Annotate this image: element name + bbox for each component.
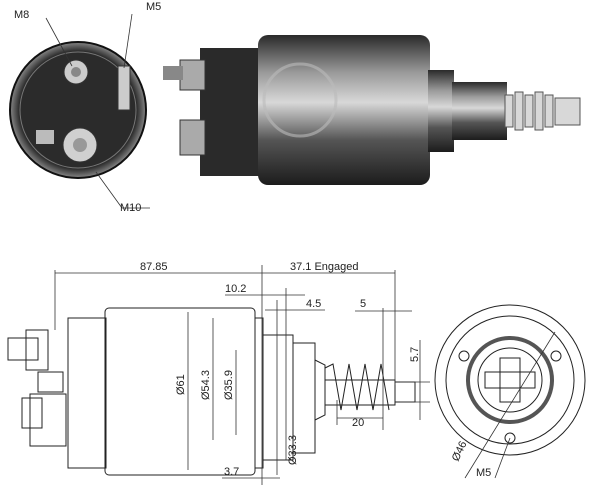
dim-5-7: 5.7: [409, 347, 421, 362]
label-m8: M8: [14, 9, 29, 21]
dim-20: 20: [352, 417, 364, 429]
m8-leader: [45, 17, 73, 67]
dim-5: 5: [360, 298, 366, 310]
label-m5-thread: M5: [476, 467, 491, 479]
dim-dia-33-3: Ø33.3: [287, 435, 299, 465]
end-view-drawing: [434, 304, 586, 479]
dim-dia-61: Ø61: [175, 374, 187, 395]
label-m10: M10: [120, 202, 141, 214]
dim-overall-length: 87.85: [140, 261, 168, 273]
dim-dia-35-9: Ø35.9: [223, 370, 235, 400]
side-view-photo: [163, 35, 581, 185]
dim-engaged: 37.1 Engaged: [290, 261, 359, 273]
dim-4-5: 4.5: [306, 298, 321, 310]
dim-3-7: 3.7: [224, 466, 239, 478]
dim-dia-54-3: Ø54.3: [200, 370, 212, 400]
dim-dia-46: Ø46: [450, 439, 470, 463]
dimension-lines: [54, 265, 430, 485]
m10-leader: [95, 171, 123, 209]
label-m5-top: M5: [146, 1, 161, 13]
m5-leader: [123, 13, 133, 69]
side-view-drawing: [7, 307, 416, 476]
end-view-photo: [9, 41, 147, 179]
dim-10-2: 10.2: [225, 283, 246, 295]
